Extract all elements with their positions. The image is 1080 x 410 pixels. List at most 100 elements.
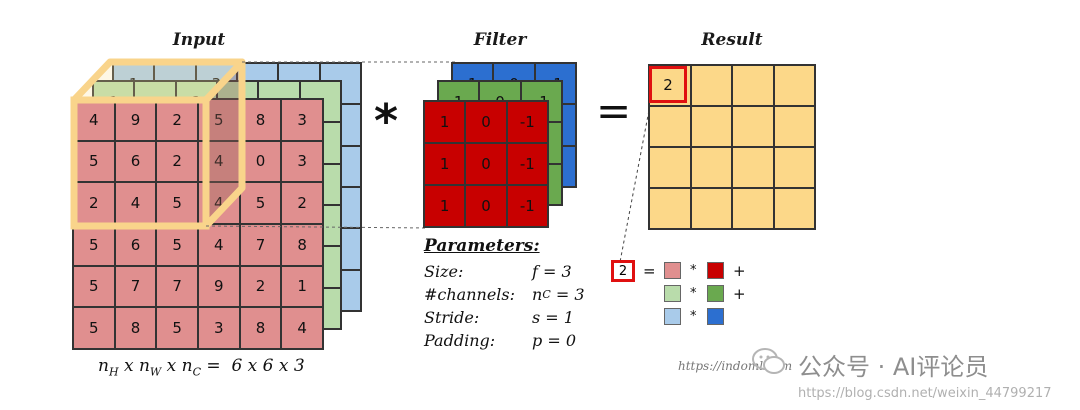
legend-mul-3: * — [690, 309, 697, 324]
input-red-cell: 5 — [239, 182, 282, 224]
result-cell — [773, 147, 815, 188]
input-red-cell: 5 — [156, 182, 198, 224]
input-red-cell: 4 — [198, 224, 240, 266]
result-highlight-cell: 2 — [649, 66, 687, 103]
filter-red-cell: 1 — [424, 101, 466, 143]
input-red-cell: 6 — [114, 224, 157, 266]
input-title: Input — [172, 30, 226, 50]
result-cell — [649, 188, 691, 229]
dim-equals: = 6 x 6 x 3 — [201, 356, 305, 376]
param-value: f = 3 — [532, 262, 572, 281]
legend-plus-1: + — [733, 262, 746, 280]
result-cell — [690, 188, 732, 229]
input-red-cell: 6 — [114, 140, 157, 183]
input-red-cell: 2 — [156, 99, 198, 141]
filter-red-cell: 1 — [424, 185, 466, 227]
result-cell — [690, 65, 732, 106]
result-cell — [690, 106, 732, 147]
legend-mul-1: * — [690, 263, 697, 278]
legend-input-blue-swatch — [664, 308, 681, 325]
param-key: Size: — [424, 262, 464, 281]
result-cell — [773, 65, 815, 106]
result-cell — [649, 147, 691, 188]
result-cell — [732, 106, 774, 147]
filter-red-cell: -1 — [506, 185, 548, 227]
legend-equals: = — [643, 262, 656, 280]
receptive-cube-front — [70, 96, 210, 230]
legend-input-green-swatch — [664, 285, 681, 302]
input-red-cell: 9 — [114, 99, 157, 141]
input-red-cell: 3 — [281, 99, 323, 141]
param-key: Stride: — [424, 308, 480, 327]
input-red-cell: 7 — [114, 265, 157, 308]
filter-red-cell: 0 — [465, 143, 507, 185]
convolution-operator: * — [374, 94, 399, 148]
filter-title: Filter — [473, 30, 527, 50]
dim-times-2: x — [161, 356, 182, 376]
filter-red-cell: -1 — [506, 143, 548, 185]
input-red-cell: 5 — [156, 224, 198, 266]
input-red-cell: 4 — [281, 307, 323, 349]
input-red-cell: 2 — [281, 182, 323, 224]
dim-sub-h: H — [108, 365, 119, 379]
input-red-cell: 7 — [156, 265, 198, 308]
result-cell — [773, 188, 815, 229]
param-row-padding: Padding: p = 0 — [424, 329, 585, 352]
input-red-cell: 5 — [156, 307, 198, 349]
filter-red-cell: -1 — [506, 101, 548, 143]
dim-n-c: n — [181, 356, 193, 376]
input-red-cell: 5 — [73, 224, 115, 266]
param-value: n — [532, 285, 543, 304]
legend-filter-blue-swatch — [707, 308, 724, 325]
input-red-cell: 8 — [114, 307, 157, 349]
watermark-brand: 公众号 · AI评论员 — [798, 353, 989, 381]
param-row-size: Size: f = 3 — [424, 260, 585, 283]
dimensions-formula: nH x nW x nC = 6 x 6 x 3 — [98, 356, 305, 378]
result-cell — [690, 147, 732, 188]
input-red-cell: 8 — [239, 99, 282, 141]
legend-result-value: 2 — [611, 260, 635, 282]
param-value: s = 1 — [532, 308, 574, 327]
param-value-sub: C — [542, 288, 551, 301]
input-red-cell: 0 — [239, 140, 282, 183]
legend-input-red-swatch — [664, 262, 681, 279]
wechat-icon — [752, 347, 786, 377]
legend-plus-2: + — [733, 285, 746, 303]
input-red-cell: 8 — [281, 224, 323, 266]
watermark-blog: https://blog.csdn.net/weixin_44799217 — [798, 386, 1052, 401]
param-value: p = 0 — [532, 331, 576, 350]
filter-red-cell: 1 — [424, 143, 466, 185]
input-red-cell: 3 — [281, 140, 323, 183]
filter-red-cell: 0 — [465, 185, 507, 227]
result-cell — [732, 65, 774, 106]
dim-sub-w: W — [149, 365, 162, 379]
result-cell — [649, 106, 691, 147]
param-row-stride: Stride: s = 1 — [424, 306, 585, 329]
result-cell — [732, 188, 774, 229]
dim-sub-c: C — [192, 365, 201, 379]
input-red-cell: 2 — [156, 140, 198, 183]
input-red-cell: 2 — [239, 265, 282, 308]
input-red-cell: 1 — [281, 265, 323, 308]
param-value-tail: = 3 — [550, 285, 585, 304]
legend-mul-2: * — [690, 286, 697, 301]
input-red-cell: 8 — [239, 307, 282, 349]
result-cell — [732, 147, 774, 188]
dim-n-h: n — [98, 356, 109, 376]
input-red-cell: 5 — [73, 307, 115, 349]
parameters-header: Parameters: — [424, 236, 540, 256]
dim-times-1: x — [118, 356, 139, 376]
legend-filter-green-swatch — [707, 285, 724, 302]
input-red-cell: 5 — [73, 265, 115, 308]
projection-line-bottom — [205, 225, 429, 229]
input-red-cell: 9 — [198, 265, 240, 308]
param-key: #channels: — [424, 285, 516, 304]
result-title: Result — [701, 30, 763, 50]
result-to-legend-line — [619, 104, 651, 263]
legend-filter-red-swatch — [707, 262, 724, 279]
